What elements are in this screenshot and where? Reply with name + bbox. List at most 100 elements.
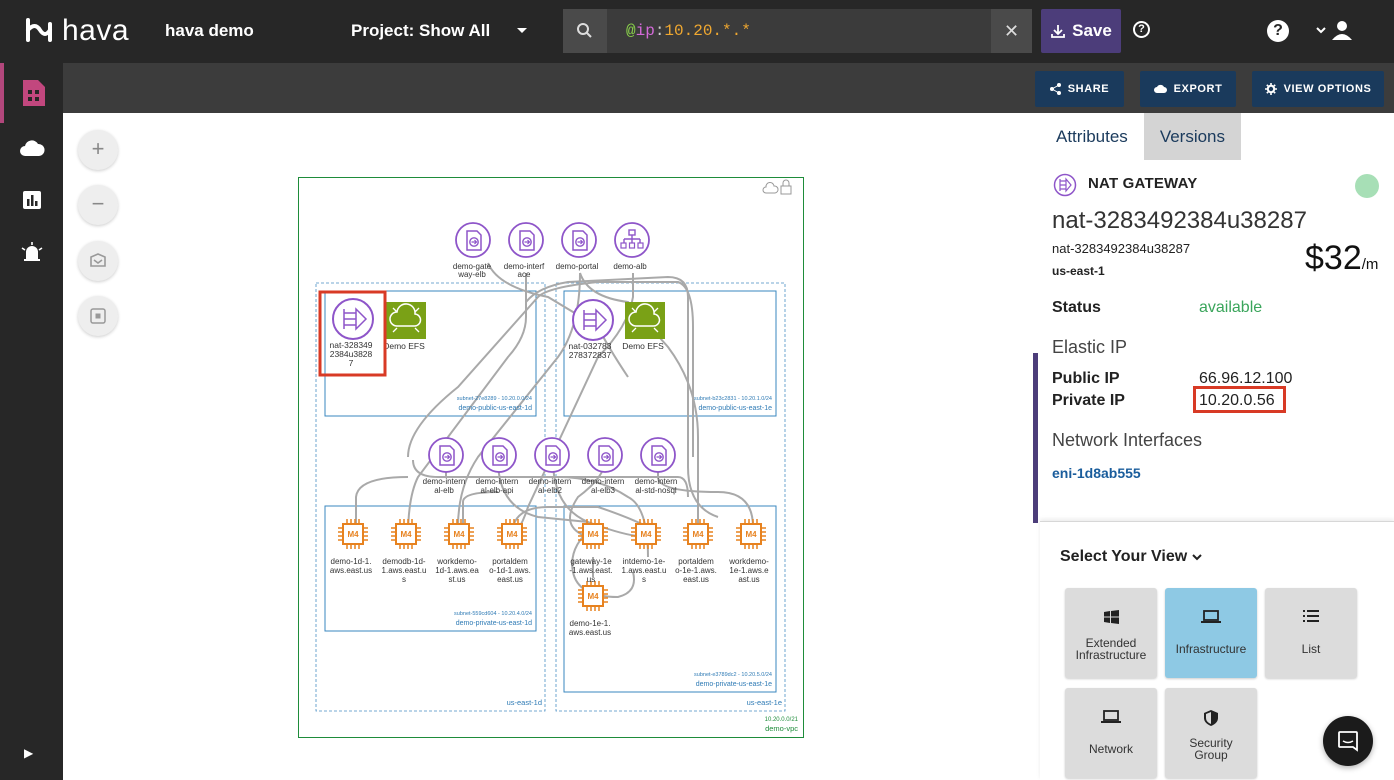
efs-icon[interactable] [624, 301, 666, 340]
nat-gateway-icon[interactable] [332, 298, 374, 340]
export-button[interactable]: EXPORT [1140, 71, 1236, 107]
elb-icon[interactable] [640, 437, 676, 473]
sidebar-item-environments[interactable] [0, 63, 63, 123]
instance-label: s [642, 575, 646, 584]
map-icon [90, 253, 106, 267]
nat-label: 278372837 [569, 350, 612, 360]
elb-icon[interactable] [534, 437, 570, 473]
subnet-name: demo-public-us-east-1e [698, 405, 772, 412]
instance-label: demo-1e-1. [570, 619, 611, 628]
search-query-key: ip [635, 22, 655, 40]
view-card-infrastructure[interactable]: Infrastructure [1165, 588, 1257, 678]
view-selector-toggle[interactable]: Select Your View [1060, 548, 1202, 566]
subnet-name: demo-private-us-east-1d [456, 620, 532, 627]
elb-icon[interactable] [561, 222, 597, 258]
environment-title[interactable]: hava demo [165, 21, 254, 40]
sidebar-expand-icon[interactable]: ▶ [24, 746, 34, 760]
search-clear-button[interactable]: ✕ [991, 9, 1032, 53]
instance-label: o-1d-1.aws. [489, 566, 531, 575]
elb-icon[interactable] [455, 222, 491, 258]
help-icon[interactable]: ? [1267, 20, 1289, 42]
view-options-button[interactable]: VIEW OPTIONS [1252, 71, 1384, 107]
project-select-label: Project: Show All [351, 21, 491, 40]
search-query-colon: : [654, 22, 665, 40]
internal-lb-label: demo-intern [635, 477, 678, 486]
selected-resource-highlight [318, 290, 387, 377]
close-icon: ✕ [1003, 21, 1020, 41]
chevron-down-icon [1316, 27, 1326, 34]
user-icon [1332, 21, 1352, 40]
share-button-label: SHARE [1067, 83, 1110, 95]
internal-lb-label: demo-intern [476, 477, 519, 486]
windows-icon [1065, 610, 1157, 624]
cost-amount: $32 [1305, 239, 1362, 277]
view-card-extended-infrastructure[interactable]: Extended Infrastructure [1065, 588, 1157, 678]
help-circle-icon[interactable]: ? [1133, 21, 1150, 38]
share-button[interactable]: SHARE [1035, 71, 1124, 107]
project-select[interactable]: Project: Show All [351, 21, 531, 41]
view-card-list[interactable]: List [1265, 588, 1357, 678]
private-ip-highlight [1193, 386, 1286, 413]
save-button[interactable]: Save [1041, 9, 1121, 53]
internal-lb-label: al-std-nosql [635, 486, 677, 495]
view-options-button-label: VIEW OPTIONS [1283, 83, 1372, 95]
fit-view-button[interactable] [78, 241, 118, 281]
view-card-label: Infrastructure [1075, 648, 1147, 662]
internal-lb-label: al-elb-api [481, 486, 514, 495]
search-button[interactable] [563, 9, 607, 53]
eni-link[interactable]: eni-1d8ab555 [1052, 465, 1141, 481]
elb-icon[interactable] [587, 437, 623, 473]
resource-name: nat-3283492384u38287 [1052, 207, 1307, 234]
efs-label: Demo EFS [622, 341, 664, 351]
view-selector: Select Your View Extended Infrastructure… [1040, 521, 1394, 780]
public-ip-value: 66.96.12.100 [1199, 370, 1293, 387]
efs-icon[interactable] [385, 301, 427, 340]
diagram-canvas[interactable]: + − [63, 113, 1033, 780]
view-card-network[interactable]: Network [1065, 688, 1157, 778]
elb-icon[interactable] [481, 437, 517, 473]
search-query: @ip:10.20.*.* [626, 22, 751, 40]
instance-label: 1d-1.aws.ea [435, 566, 479, 575]
sidebar-item-alerts[interactable] [0, 223, 63, 283]
sidebar: ▶ [0, 63, 63, 780]
user-menu[interactable] [1316, 20, 1352, 40]
chat-icon [1338, 731, 1358, 752]
public-ip-label: Public IP [1052, 370, 1120, 387]
tab-attributes[interactable]: Attributes [1056, 127, 1128, 146]
elb-icon[interactable] [508, 222, 544, 258]
chat-button[interactable] [1323, 716, 1373, 766]
hava-logo[interactable]: hava [22, 14, 129, 48]
tab-versions[interactable]: Versions [1143, 113, 1242, 160]
center-view-button[interactable] [78, 296, 118, 336]
list-icon [1265, 610, 1357, 622]
panel-scrollbar[interactable] [1033, 353, 1038, 523]
lb-label: way-elb [457, 270, 486, 279]
alb-icon[interactable] [614, 222, 650, 258]
subnet-id: subnet-27e8289 - 10.20.0.0/24 [457, 396, 532, 402]
instance-label: s [402, 575, 406, 584]
nat-gateway-icon[interactable] [572, 299, 614, 341]
lb-label: demo-gate [453, 262, 492, 271]
sidebar-item-reports[interactable] [0, 170, 63, 230]
instance-type-label: M4 [400, 530, 412, 539]
elastic-ip-heading: Elastic IP [1052, 337, 1128, 357]
search-icon [577, 23, 592, 38]
nat-gateway-icon [1053, 173, 1077, 197]
zoom-in-button[interactable]: + [78, 130, 118, 170]
laptop-icon [1065, 710, 1157, 724]
brand-name: hava [62, 14, 130, 47]
elb-icon[interactable] [428, 437, 464, 473]
cloud-icon [19, 140, 45, 156]
zoom-out-button[interactable]: − [78, 185, 118, 225]
search-input[interactable]: @ip:10.20.*.* [563, 9, 1032, 53]
view-card-security-group[interactable]: Security Group [1165, 688, 1257, 778]
sidebar-item-sources[interactable] [0, 118, 63, 178]
shield-icon [1165, 710, 1257, 726]
instance-label: 1e-1.aws.e [729, 566, 769, 575]
instance-label: us [587, 575, 595, 584]
resource-region: us-east-1 [1052, 264, 1105, 278]
laptop-icon [1165, 610, 1257, 624]
download-icon [1051, 25, 1066, 38]
internal-lb-label: demo-intern [529, 477, 572, 486]
diagram-document-icon [22, 80, 45, 106]
